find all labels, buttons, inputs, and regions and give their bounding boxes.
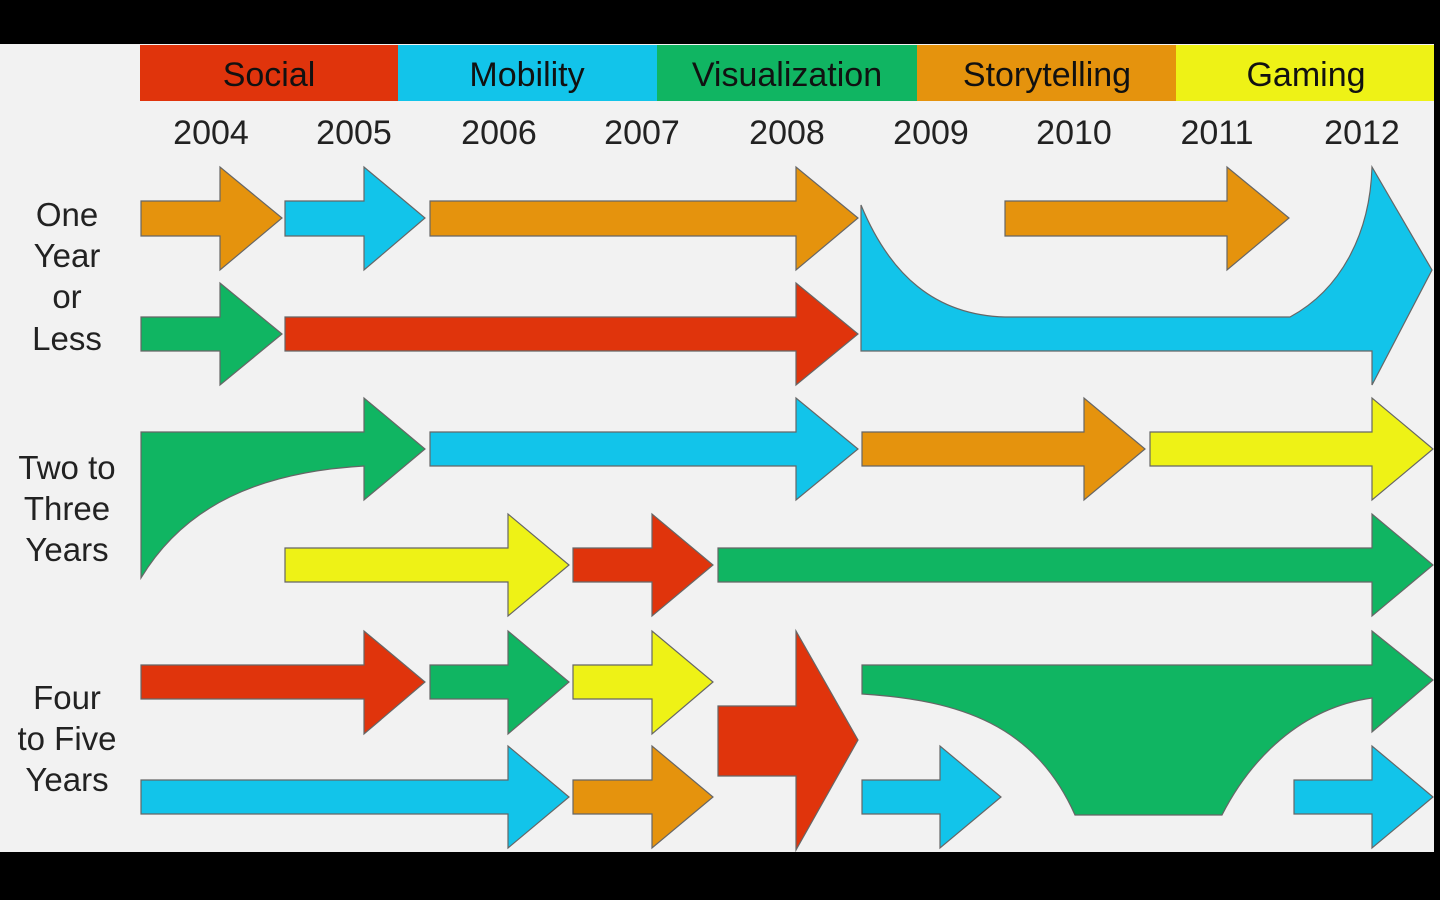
arrow-storytelling-2006-2008 — [429, 165, 859, 272]
hype-arrow-diagram: Social Mobility Visualization Storytelli… — [17, 45, 1434, 852]
arrow-gaming-2007 — [572, 629, 714, 736]
arrow-storytelling-2004 — [140, 165, 283, 272]
horizon-label-one-year-line3: or — [52, 278, 81, 315]
arrow-storytelling-2010-2011 — [1004, 165, 1290, 272]
arrow-visualization-2004-2005-growth — [140, 396, 426, 581]
category-band-social — [140, 45, 398, 101]
year-axis: 2004 2005 2006 2007 2008 2009 2010 2011 … — [173, 114, 1400, 152]
arrows-four-five-years — [140, 628, 1434, 852]
arrow-mobility-2006-2008 — [429, 396, 859, 502]
arrow-gaming-2011-2012 — [1149, 396, 1434, 502]
year-label-2005: 2005 — [316, 114, 392, 152]
horizon-label-four-five-line3: Years — [25, 761, 108, 798]
arrow-social-2005-2008 — [284, 281, 859, 387]
arrow-storytelling-2009-2010 — [861, 396, 1146, 502]
horizon-label-one-year-line2: Year — [34, 237, 101, 274]
year-label-2009: 2009 — [893, 114, 969, 152]
arrow-visualization-2006 — [429, 629, 570, 736]
arrows-one-year — [140, 164, 1433, 387]
arrows-two-three-years — [140, 396, 1434, 618]
horizon-label-one-year-line4: Less — [32, 320, 102, 357]
slide: Social Mobility Visualization Storytelli… — [0, 44, 1434, 852]
category-label-gaming: Gaming — [1246, 56, 1365, 94]
horizon-label-four-five-line2: to Five — [17, 720, 116, 757]
horizon-label-two-three-line3: Years — [25, 531, 108, 568]
arrow-visualization-2004 — [140, 281, 283, 387]
arrow-mobility-2009-2012-dip — [860, 164, 1433, 386]
category-band-storytelling — [917, 45, 1176, 101]
horizon-label-four-five-line1: Four — [33, 679, 101, 716]
arrow-mobility-2005 — [284, 165, 426, 272]
horizon-labels: One Year or Less Two to Three Years Four… — [17, 196, 116, 798]
category-label-mobility: Mobility — [469, 56, 584, 94]
category-label-visualization: Visualization — [692, 56, 882, 94]
category-band-mobility — [398, 45, 657, 101]
arrow-visualization-2007-2012 — [717, 512, 1434, 618]
arrow-social-2004-2005 — [140, 629, 426, 736]
arrow-visualization-2009-2012-dip — [861, 629, 1434, 816]
arrow-mobility-2012 — [1293, 744, 1434, 850]
horizon-label-two-three-line2: Three — [24, 490, 110, 527]
year-label-2007: 2007 — [604, 114, 680, 152]
category-label-social: Social — [223, 56, 316, 94]
category-band-gaming — [1176, 45, 1434, 101]
arrow-mobility-2004-2006 — [140, 744, 570, 850]
arrow-gaming-2005-2006 — [284, 512, 570, 618]
horizon-label-two-three-line1: Two to — [18, 449, 115, 486]
year-label-2010: 2010 — [1036, 114, 1112, 152]
year-label-2008: 2008 — [749, 114, 825, 152]
arrow-storytelling-2007 — [572, 744, 714, 850]
category-label-storytelling: Storytelling — [963, 56, 1131, 94]
year-label-2011: 2011 — [1180, 114, 1253, 152]
arrow-social-2007 — [572, 512, 714, 618]
horizon-label-one-year-line1: One — [36, 196, 98, 233]
arrow-social-2008-large — [717, 628, 859, 852]
year-label-2004: 2004 — [173, 114, 249, 152]
year-label-2006: 2006 — [461, 114, 537, 152]
year-label-2012: 2012 — [1324, 114, 1400, 152]
category-header: Social Mobility Visualization Storytelli… — [140, 45, 1434, 101]
arrow-mobility-2009 — [861, 744, 1002, 850]
category-band-visualization — [657, 45, 917, 101]
